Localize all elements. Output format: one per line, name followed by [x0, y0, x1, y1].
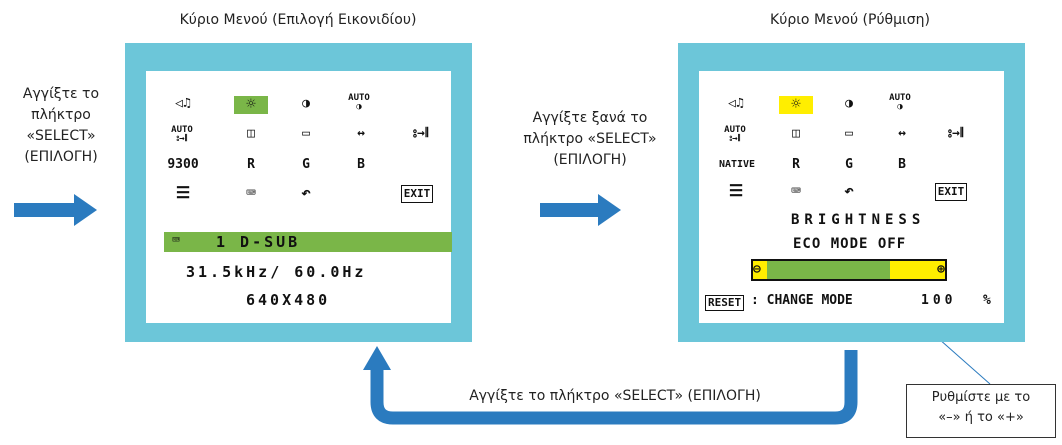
input-label: 1 D-SUB	[216, 233, 301, 251]
red-icon[interactable]: R	[247, 157, 255, 172]
left-right-icon[interactable]: ◫	[247, 126, 255, 141]
blue-icon[interactable]: B	[898, 157, 906, 172]
left-right-icon[interactable]: ◫	[792, 126, 800, 141]
contrast-icon[interactable]: ◑	[302, 96, 310, 111]
green-icon[interactable]: G	[845, 157, 853, 172]
tools-icon[interactable]: ☰	[175, 183, 191, 202]
step2-line: Αγγίξτε ξανά το	[532, 110, 648, 126]
keyboard-icon[interactable]: ⌨	[246, 183, 256, 202]
exit-icon[interactable]: EXIT	[935, 183, 967, 201]
step1-line: Αγγίξτε το	[22, 86, 100, 102]
step2-instruction: Αγγίξτε ξανά το πλήκτρο «SELECT» (ΕΠΙΛΟΓ…	[502, 108, 678, 171]
input-bar	[164, 232, 452, 252]
brightness-slider[interactable]: ⊖ ⊕	[751, 259, 947, 281]
reset-button[interactable]: RESET	[705, 295, 745, 311]
frequency-readout: 31.5kHz/ 60.0Hz	[186, 263, 367, 281]
right-osd-screen: ◁♫ ☼ ◑ AUTO ◑ AUTO ⦂→∥ ◫ ▭ ↔ ⦂→∥ NATIVE …	[699, 71, 1004, 323]
reset-icon[interactable]: ↶	[301, 183, 311, 202]
down-up-icon[interactable]: ▭	[845, 126, 853, 141]
auto-adjust-icon[interactable]: AUTO ⦂→∥	[724, 125, 746, 144]
setting-name: BRIGHTNESS	[791, 212, 926, 228]
color-temp-9300-icon[interactable]: 9300	[167, 157, 199, 172]
step1-line: (ΕΠΙΛΟΓΗ)	[24, 149, 98, 165]
eco-mode-status: ECO MODE OFF	[793, 236, 907, 252]
loop-instruction: Αγγίξτε το πλήκτρο «SELECT» (ΕΠΙΛΟΓΗ)	[469, 388, 761, 404]
brightness-icon[interactable]: ☼	[234, 96, 268, 114]
blue-icon[interactable]: B	[357, 157, 365, 172]
keyboard-icon[interactable]: ⌨	[791, 181, 801, 200]
connector-icon: ⌨	[172, 233, 180, 248]
h-size-icon[interactable]: ↔	[898, 126, 906, 141]
green-icon[interactable]: G	[302, 157, 310, 172]
step1-instruction: Αγγίξτε το πλήκτρο «SELECT» (ΕΠΙΛΟΓΗ)	[2, 84, 120, 168]
volume-icon[interactable]: ◁♫	[728, 96, 744, 111]
step1-line: πλήκτρο	[31, 107, 91, 123]
minus-icon[interactable]: ⊖	[753, 262, 761, 277]
auto-contrast-icon[interactable]: AUTO ◑	[348, 93, 370, 112]
value-readout: 100	[921, 293, 957, 308]
volume-icon[interactable]: ◁♫	[175, 96, 191, 111]
left-monitor: ◁♫ ☼ ◑ AUTO ◑ AUTO ⦂→∥ ◫ ▭ ↔ ⦂→∥ 9300 R …	[125, 43, 472, 342]
right-arrow-icon	[540, 194, 621, 226]
right-menu-title: Κύριο Μενού (Ρύθμιση)	[770, 12, 930, 28]
fine-icon[interactable]: ⦂→∥	[948, 126, 964, 141]
unit-label: %	[983, 293, 991, 308]
step2-line: (ΕΠΙΛΟΓΗ)	[553, 152, 627, 168]
auto-adjust-icon[interactable]: AUTO ⦂→∥	[171, 125, 193, 144]
down-up-icon[interactable]: ▭	[302, 126, 310, 141]
contrast-icon[interactable]: ◑	[845, 96, 853, 111]
up-arrow-icon	[363, 346, 391, 370]
change-mode-label: : CHANGE MODE	[751, 293, 853, 308]
red-icon[interactable]: R	[792, 157, 800, 172]
step1-line: «SELECT»	[26, 128, 96, 144]
tooltip-line: «–» ή το «+»	[938, 410, 1024, 425]
left-menu-title: Κύριο Μενού (Επιλογή Εικονιδίου)	[179, 12, 417, 28]
right-arrow-icon	[14, 194, 97, 226]
resolution-readout: 640X480	[246, 291, 331, 309]
reset-icon[interactable]: ↶	[844, 181, 854, 200]
h-size-icon[interactable]: ↔	[357, 126, 365, 141]
tooltip-line: Ρυθμίστε με το	[931, 390, 1031, 405]
color-temp-native-icon[interactable]: NATIVE	[718, 159, 756, 170]
right-monitor: ◁♫ ☼ ◑ AUTO ◑ AUTO ⦂→∥ ◫ ▭ ↔ ⦂→∥ NATIVE …	[678, 43, 1025, 342]
exit-icon[interactable]: EXIT	[401, 185, 433, 203]
slider-fill	[767, 261, 890, 279]
auto-contrast-icon[interactable]: AUTO ◑	[889, 93, 911, 112]
step2-line: πλήκτρο «SELECT»	[523, 131, 657, 147]
brightness-icon[interactable]: ☼	[779, 96, 813, 114]
plus-icon[interactable]: ⊕	[937, 262, 945, 277]
return-loop-arrow-icon	[370, 350, 858, 425]
left-osd-screen: ◁♫ ☼ ◑ AUTO ◑ AUTO ⦂→∥ ◫ ▭ ↔ ⦂→∥ 9300 R …	[146, 71, 452, 323]
tools-icon[interactable]: ☰	[728, 181, 744, 200]
fine-icon[interactable]: ⦂→∥	[413, 126, 429, 141]
adjust-tooltip: Ρυθμίστε με το «–» ή το «+»	[906, 384, 1056, 438]
